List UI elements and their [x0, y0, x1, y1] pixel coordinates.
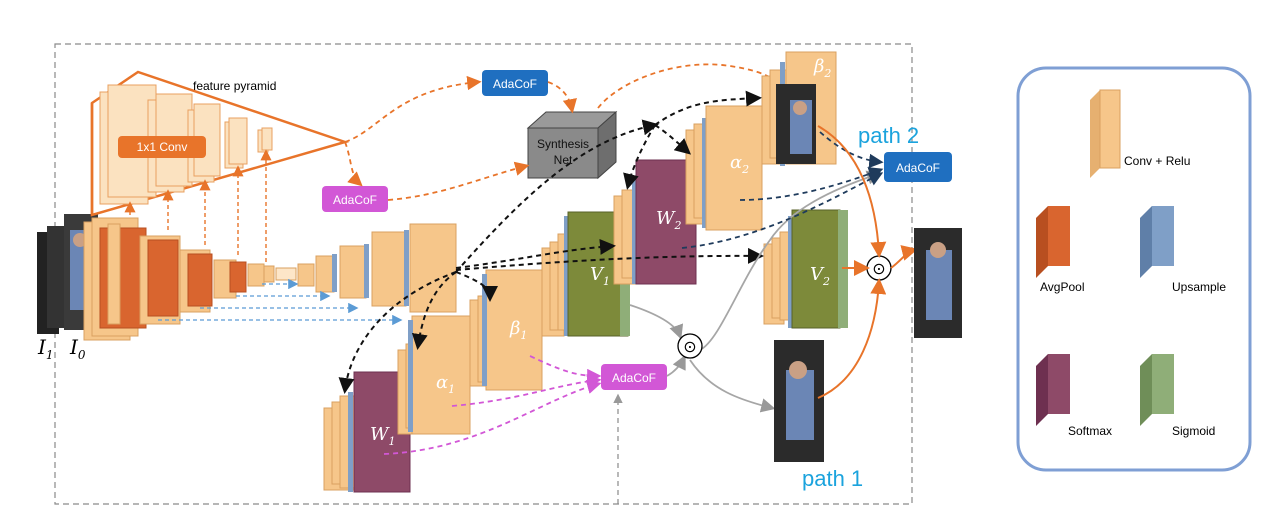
- final-output-frame: [914, 228, 962, 338]
- beta1-label: β1: [509, 318, 527, 342]
- beta1-stack: [469, 269, 543, 391]
- w2-stack: [613, 159, 697, 285]
- gray-arrows: [629, 170, 882, 413]
- legend-label-sigmoid: Sigmoid: [1172, 424, 1215, 438]
- adacof-path2-box: [884, 152, 952, 182]
- dot-symbol-path1: ⊙: [683, 337, 696, 356]
- orange-flow-arrows: [344, 63, 793, 201]
- w2-label: W2: [656, 208, 682, 232]
- adacof-mid-box: [322, 186, 388, 212]
- conv1x1-box: [118, 136, 206, 158]
- legend-box: [1016, 66, 1252, 472]
- encoder-layers: [83, 217, 457, 341]
- legend-label-upsample: Upsample: [1172, 280, 1226, 294]
- adacof-top-box: [482, 70, 548, 96]
- legend-swatch-softmax: [1036, 354, 1048, 426]
- input-i1-label: I1: [37, 335, 54, 362]
- legend-item-avgpool: AvgPool: [1036, 206, 1084, 294]
- synthesis-net-cube: [526, 110, 618, 180]
- path2-label: path 2: [858, 123, 919, 148]
- legend-item-conv-relu: Conv + Relu: [1090, 89, 1190, 178]
- adacof-path2-label: AdaCoF: [896, 161, 940, 175]
- legend-swatch-avgpool: [1036, 206, 1048, 278]
- path1-output-frame: [774, 340, 824, 462]
- adacof-path1-label: AdaCoF: [612, 371, 656, 385]
- alpha2-label: α2: [730, 152, 749, 176]
- pyramid-skip-arrows: [124, 149, 272, 262]
- beta2-label: β2: [813, 56, 831, 80]
- orange-merge-arrows: [817, 125, 918, 399]
- v2-label: V2: [810, 264, 830, 288]
- synthesis-net-label-1: Synthesis: [537, 137, 589, 151]
- input-i0-label: I0: [69, 335, 86, 362]
- dot-node-path1: [677, 333, 703, 359]
- legend-label-avgpool: AvgPool: [1040, 280, 1084, 294]
- feature-pyramid-label: feature pyramid: [193, 79, 276, 93]
- legend-item-sigmoid: Sigmoid: [1140, 354, 1215, 438]
- black-dashed-arrows: [338, 90, 764, 394]
- adacof-mid-label: AdaCoF: [333, 193, 377, 207]
- alpha2-stack: [685, 105, 763, 231]
- conv1x1-label: 1x1 Conv: [137, 140, 188, 154]
- adacof-top-label: AdaCoF: [493, 77, 537, 91]
- magenta-arrows: [383, 355, 602, 455]
- legend-item-upsample: Upsample: [1140, 206, 1226, 294]
- adacof-path1-box: [601, 364, 667, 390]
- legend-swatch-sigmoid: [1140, 354, 1152, 426]
- legend-label-softmax: Softmax: [1068, 424, 1112, 438]
- v2-stack: [763, 209, 848, 329]
- synthesis-net-label-2: Net: [554, 153, 573, 167]
- v1-label: V1: [590, 264, 610, 288]
- beta2-stack: [761, 51, 837, 166]
- alpha1-stack: [397, 315, 471, 435]
- encoder-skip-arrows: [158, 278, 403, 326]
- w1-stack: [323, 371, 411, 493]
- legend-label-conv-relu: Conv + Relu: [1124, 154, 1190, 168]
- legend-swatch-upsample: [1140, 206, 1152, 278]
- legend-swatch-conv-relu: [1090, 90, 1100, 178]
- dot-symbol-merge: ⊙: [872, 259, 885, 278]
- alpha1-label: α1: [436, 372, 455, 396]
- path1-label: path 1: [802, 466, 863, 491]
- dark-blue-arrows: [681, 131, 884, 249]
- w1-label: W1: [370, 424, 396, 448]
- legend-item-softmax: Softmax: [1036, 354, 1112, 438]
